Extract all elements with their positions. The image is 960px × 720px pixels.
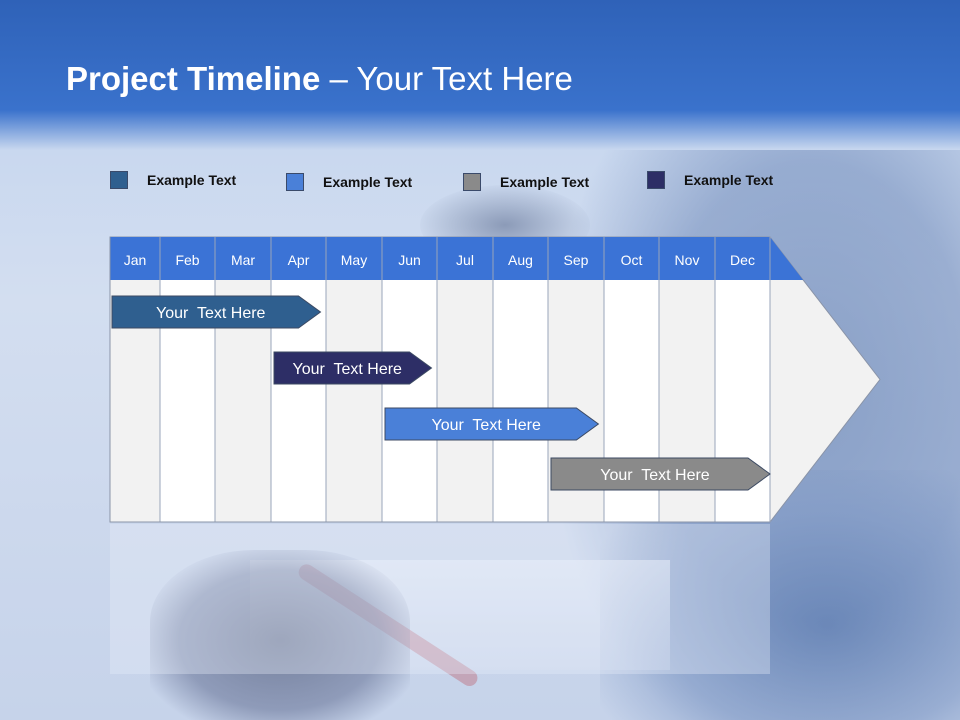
timeline-header-tip [770,237,804,280]
legend-label-3: Example Text [500,174,590,190]
legend-swatch-3 [463,173,481,191]
legend-swatch-1 [110,171,128,189]
legend-swatch-2 [286,173,304,191]
month-label-may: May [341,252,367,268]
slide-title: Project Timeline – Your Text Here [66,60,573,98]
background-photo-toolbag [150,550,410,720]
month-label-apr: Apr [288,252,310,268]
task-bar-3 [384,407,600,441]
month-column-may [326,280,382,522]
legend-label-4: Example Text [684,172,774,188]
task-label-2: Your Text Here [293,361,403,378]
task-label-3: Your Text Here [431,417,541,434]
month-label-feb: Feb [175,252,199,268]
month-label-aug: Aug [508,252,533,268]
month-label-jun: Jun [398,252,421,268]
legend-label-1: Example Text [147,172,237,188]
legend-item-1: Example Text [110,170,236,190]
month-label-mar: Mar [231,252,255,268]
task-label-4: Your Text Here [600,467,710,484]
month-column-aug [493,280,548,522]
month-label-oct: Oct [621,252,643,268]
legend-item-2: Example Text [286,172,412,192]
month-label-sep: Sep [564,252,589,268]
month-label-jul: Jul [456,252,474,268]
month-label-nov: Nov [675,252,700,268]
month-column-jun [382,280,437,522]
title-bold-part: Project Timeline [66,60,321,97]
task-label-1: Your Text Here [156,305,266,322]
legend-label-2: Example Text [323,174,413,190]
timeline-reflection [110,524,770,674]
task-bar-4 [550,457,771,491]
legend-item-4: Example Text [647,170,773,190]
task-bar-2 [273,351,433,385]
title-subtitle-part: – Your Text Here [320,60,573,97]
month-label-dec: Dec [730,252,755,268]
month-column-jul [437,280,493,522]
legend-item-3: Example Text [463,172,589,192]
task-bar-1 [111,295,322,329]
timeline-header [110,237,770,280]
month-label-jan: Jan [124,252,147,268]
legend-swatch-4 [647,171,665,189]
